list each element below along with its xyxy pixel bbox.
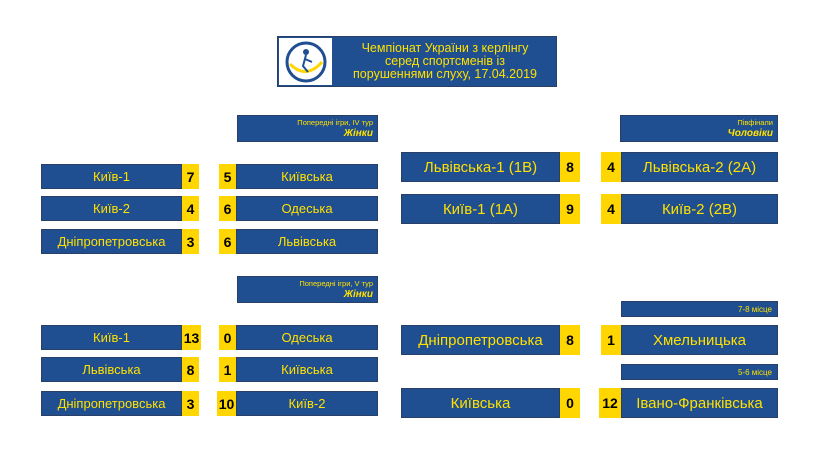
women-round5-header-category: Жінки: [343, 289, 373, 300]
team-cell: Львівська: [236, 229, 378, 254]
score-cell: 13: [182, 325, 201, 350]
women-round4-header-category: Жінки: [343, 128, 373, 139]
team-cell: Львівська-2 (2А): [621, 152, 778, 182]
team-cell: Івано-Франківська: [621, 388, 778, 418]
team-cell: Київська: [401, 388, 560, 418]
score-cell: 8: [560, 152, 580, 182]
women-round4-header-stage: Попередні ігри, IV тур: [297, 118, 373, 127]
team-cell: Київ-1: [41, 325, 182, 350]
men-semifinals-header-category: Чоловіки: [727, 128, 773, 139]
team-cell: Дніпропетровська: [401, 325, 560, 355]
score-cell: 8: [560, 325, 580, 355]
score-cell: 0: [219, 325, 236, 350]
score-cell: 3: [182, 229, 199, 254]
score-cell: 4: [182, 196, 199, 221]
score-cell: 1: [601, 325, 621, 355]
score-cell: 7: [182, 164, 199, 189]
men-semifinals-header-stage: Півфінали: [737, 118, 773, 127]
men-place-7-8-header: 7-8 місце: [621, 301, 778, 317]
score-cell: 1: [219, 357, 236, 382]
team-cell: Львівська: [41, 357, 182, 382]
score-cell: 9: [560, 194, 580, 224]
team-cell: Дніпропетровська: [41, 391, 182, 416]
team-cell: Київ-1 (1А): [401, 194, 560, 224]
team-cell: Одеська: [236, 325, 378, 350]
score-cell: 4: [601, 194, 621, 224]
team-cell: Хмельницька: [621, 325, 778, 355]
team-cell: Київ-2 (2В): [621, 194, 778, 224]
score-cell: 0: [560, 388, 580, 418]
score-cell: 4: [601, 152, 621, 182]
score-cell: 6: [219, 196, 236, 221]
team-cell: Київська: [236, 357, 378, 382]
team-cell: Київська: [236, 164, 378, 189]
men-semifinals-header: Півфінали Чоловіки: [620, 115, 778, 142]
score-cell: 12: [599, 388, 621, 418]
team-cell: Київ-2: [236, 391, 378, 416]
team-cell: Київ-1: [41, 164, 182, 189]
team-cell: Дніпропетровська: [41, 229, 182, 254]
score-cell: 10: [217, 391, 236, 416]
team-cell: Одеська: [236, 196, 378, 221]
curling-logo-icon: [279, 38, 332, 85]
team-cell: Київ-2: [41, 196, 182, 221]
women-round5-header: Попередні ігри, V тур Жінки: [237, 276, 378, 303]
score-cell: 6: [219, 229, 236, 254]
page-title: Чемпіонат України з керлінгу серед спорт…: [353, 41, 537, 81]
women-round5-header-stage: Попередні ігри, V тур: [299, 279, 373, 288]
women-round4-header: Попередні ігри, IV тур Жінки: [237, 115, 378, 142]
score-cell: 5: [219, 164, 236, 189]
men-place-5-6-header: 5-6 місце: [621, 364, 778, 380]
score-cell: 8: [182, 357, 199, 382]
team-cell: Львівська-1 (1В): [401, 152, 560, 182]
score-cell: 3: [182, 391, 199, 416]
